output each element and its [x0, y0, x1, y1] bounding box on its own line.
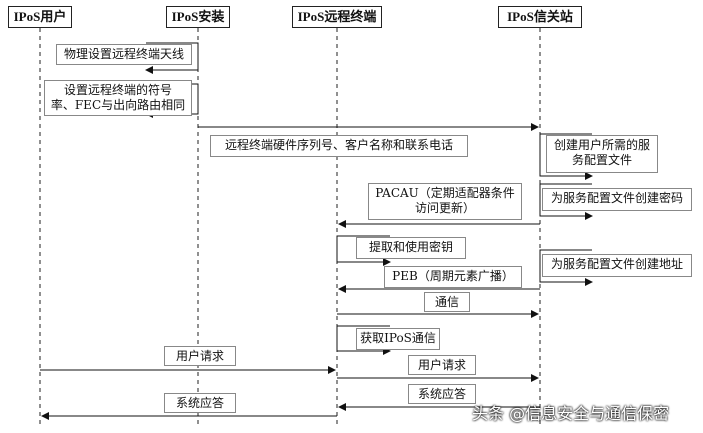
- step-label-hardware-serial: 远程终端硬件序列号、客户名称和联系电话: [210, 135, 468, 157]
- step-label-communication: 通信: [424, 292, 470, 312]
- step-label-user-request-1: 用户请求: [164, 346, 236, 366]
- participant-install: IPoS安装: [166, 6, 230, 28]
- step-label-symbol-rate: 设置远程终端的符号 率、FEC与出向路由相同: [44, 80, 192, 116]
- step-label-peb: PEB（周期元素广播）: [384, 266, 522, 288]
- participant-remote: IPoS远程终端: [292, 6, 382, 28]
- step-label-get-ipos-comm: 获取IPoS通信: [356, 328, 440, 350]
- self-loop-6: [539, 249, 593, 286]
- step-label-antenna-setup: 物理设置远程终端天线: [56, 44, 192, 65]
- step-label-create-password: 为服务配置文件创建密码: [542, 188, 692, 211]
- step-label-system-response-1: 系统应答: [408, 384, 476, 404]
- step-label-extract-key: 提取和使用密钥: [356, 237, 466, 259]
- self-loop-5: [336, 235, 391, 266]
- self-loop-7: [336, 325, 391, 355]
- step-label-pacau: PACAU（定期适配器条件 访问更新）: [368, 183, 522, 220]
- step-label-system-response-2: 系统应答: [164, 393, 236, 413]
- self-loop-1: [145, 42, 199, 74]
- self-loop-3: [539, 133, 593, 180]
- step-label-user-request-2: 用户请求: [408, 355, 476, 375]
- self-loop-4: [539, 183, 593, 220]
- watermark: 头条 @信息安全与通信保密: [472, 404, 670, 423]
- step-label-create-address: 为服务配置文件创建地址: [542, 254, 692, 277]
- participant-gateway: IPoS信关站: [498, 6, 582, 28]
- participant-user: IPoS用户: [8, 6, 72, 28]
- step-label-create-profile: 创建用户所需的服 务配置文件: [546, 135, 658, 173]
